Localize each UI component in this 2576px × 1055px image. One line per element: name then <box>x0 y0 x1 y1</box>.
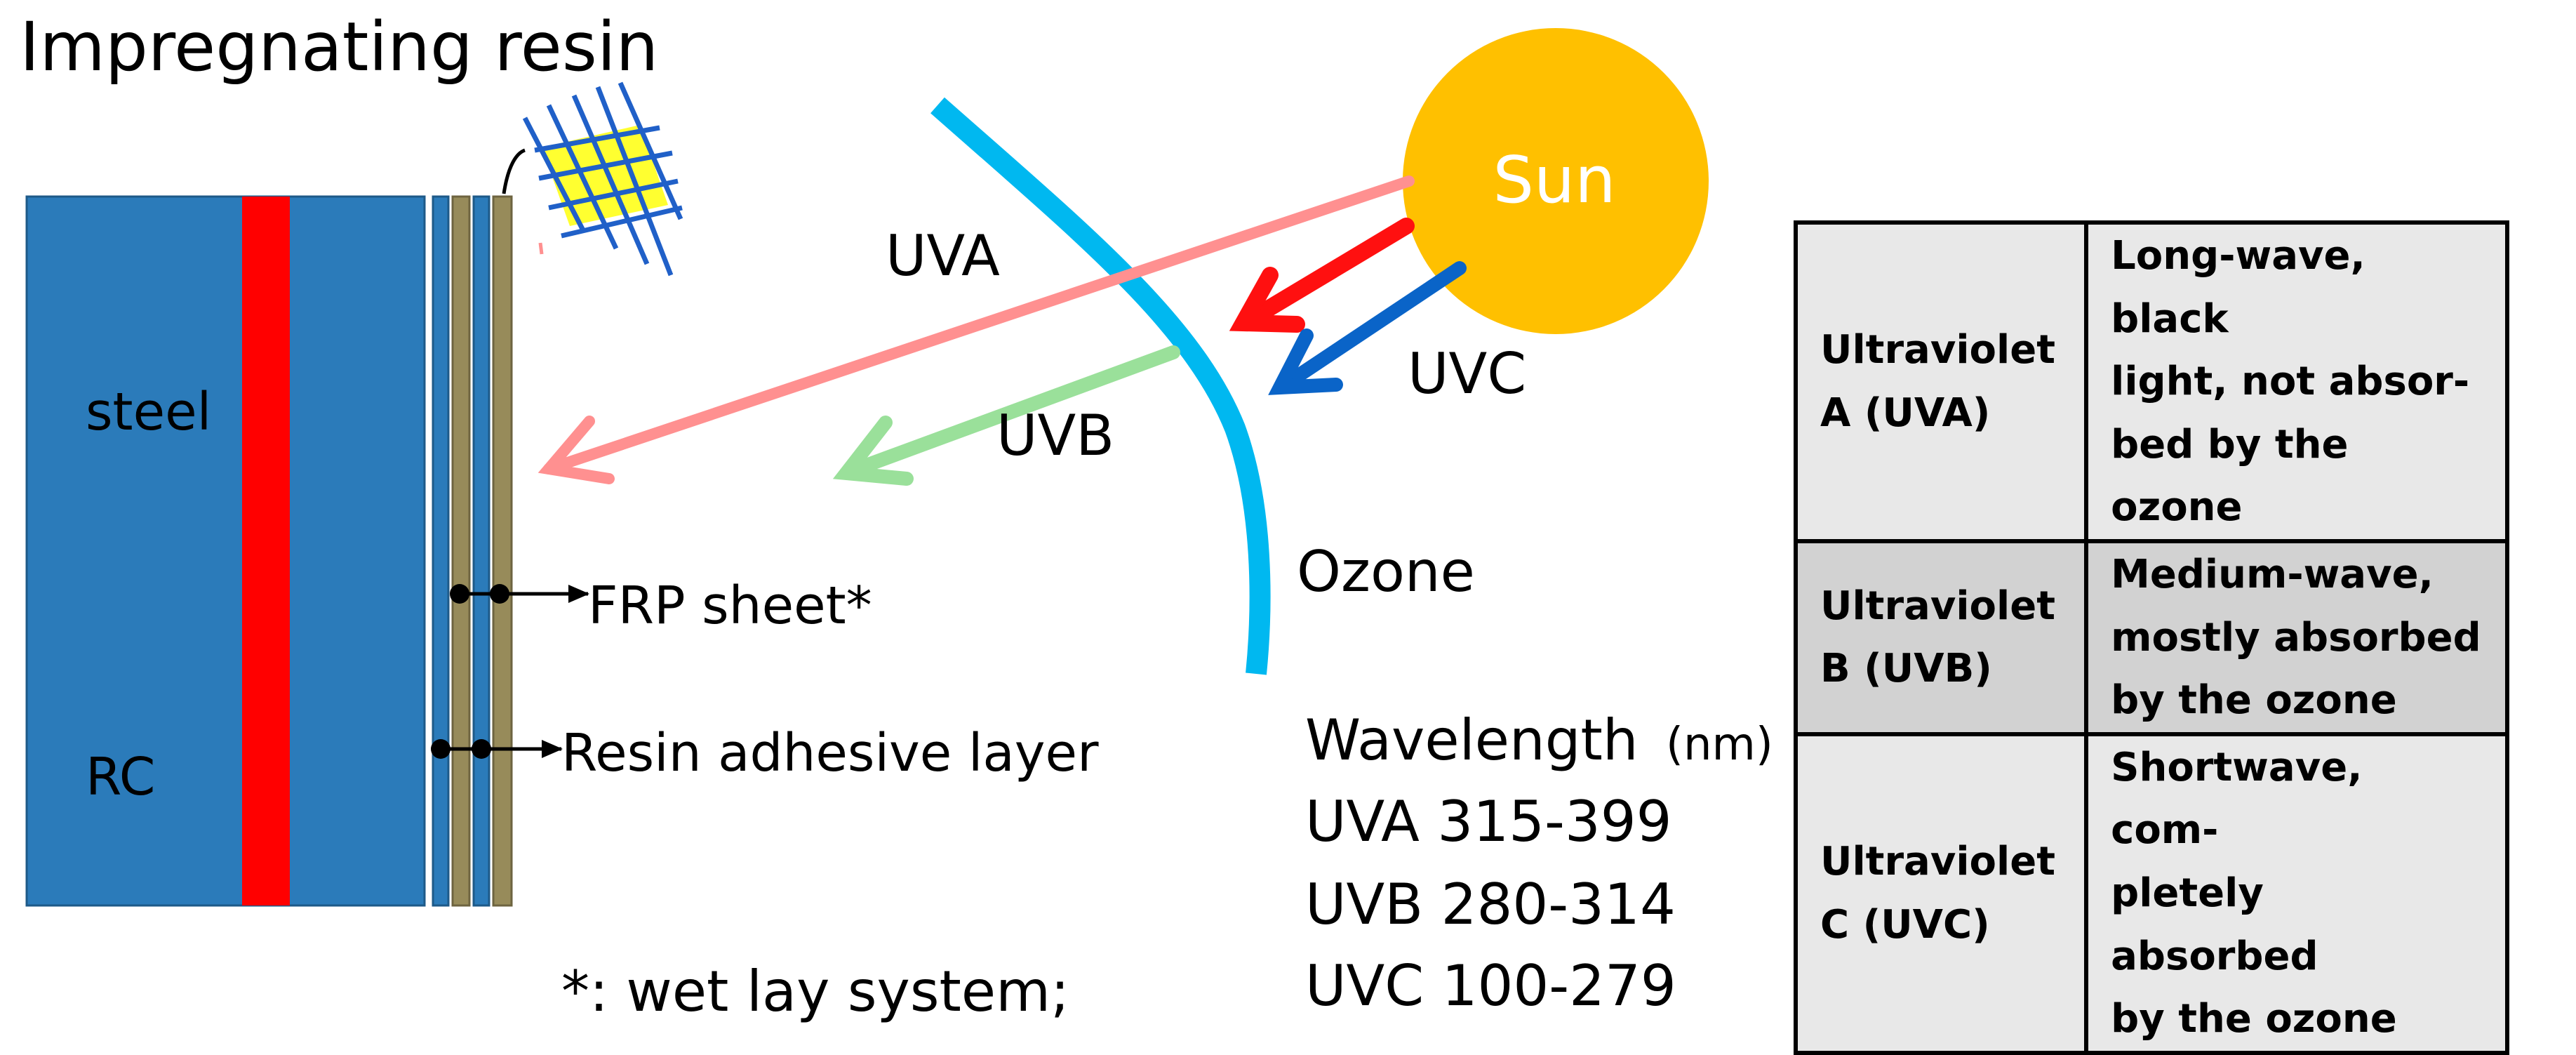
uvb-label: UVB <box>996 403 1114 468</box>
rc-label: RC <box>86 747 155 807</box>
uv-classification-table: Ultraviolet A (UVA) Long-wave, black lig… <box>1793 220 2509 1055</box>
wavelength-heading: Wavelength (nm) <box>1305 708 1773 773</box>
table-cell-line: C (UVC) <box>1820 901 1990 948</box>
resin-adhesive-layer-1 <box>432 195 450 907</box>
table-cell-line: mostly absorbed <box>2111 614 2481 661</box>
uva-label: UVA <box>886 223 1000 288</box>
table-cell-line: pletely absorbed <box>2111 870 2318 979</box>
uva-ray-arrow <box>538 175 1415 484</box>
ozone-label: Ozone <box>1297 539 1475 604</box>
steel-label: steel <box>86 382 211 442</box>
table-cell-line: Ultraviolet <box>1820 839 2055 885</box>
table-cell-line: B (UVB) <box>1820 646 1992 692</box>
table-cell-line: Ultraviolet <box>1820 583 2055 629</box>
frp-sheet-layer-1 <box>451 195 471 907</box>
table-cell-line: bed by the ozone <box>2111 421 2349 531</box>
uvc-label: UVC <box>1408 341 1526 406</box>
table-cell-line: by the ozone <box>2111 677 2397 724</box>
table-cell-line: A (UVA) <box>1820 390 1991 436</box>
resin-adhesive-layer-2 <box>472 195 490 907</box>
frp-sheet-pointer <box>450 584 589 604</box>
table-cell-description: Shortwave, com- pletely absorbed by the … <box>2084 731 2509 1055</box>
diagram-title: Impregnating resin <box>20 8 658 86</box>
wavelength-uvb: UVB 280-314 <box>1305 872 1676 937</box>
wavelength-unit: (nm) <box>1666 719 1773 771</box>
wavelength-uvc: UVC 100-279 <box>1305 953 1676 1018</box>
table-cell-line: Long-wave, black <box>2111 233 2365 342</box>
wavelength-uva: UVA 315-399 <box>1305 789 1672 854</box>
red-ray-arrow <box>1229 218 1415 333</box>
table-cell-name: Ultraviolet B (UVB) <box>1793 538 2089 736</box>
table-cell-name: Ultraviolet A (UVA) <box>1793 220 2089 543</box>
uvc-ray-arrow <box>1268 261 1467 395</box>
table-row-uvc: Ultraviolet C (UVC) Shortwave, com- plet… <box>1793 731 2509 1055</box>
uvb-ray-arrow <box>832 345 1180 486</box>
rc-concrete-block <box>25 195 426 907</box>
sun <box>1403 28 1709 334</box>
table-cell-description: Long-wave, black light, not absor- bed b… <box>2084 220 2509 543</box>
impregnating-resin-mesh <box>502 81 683 277</box>
table-row-uvb: Ultraviolet B (UVB) Medium-wave, mostly … <box>1793 538 2509 736</box>
frp-sheet-label: FRP sheet* <box>588 576 872 636</box>
frp-sheet-layer-2 <box>492 195 513 907</box>
table-cell-line: Ultraviolet <box>1820 327 2055 373</box>
table-row-uva: Ultraviolet A (UVA) Long-wave, black lig… <box>1793 220 2509 543</box>
table-cell-name: Ultraviolet C (UVC) <box>1793 731 2089 1055</box>
steel-bar <box>242 197 290 905</box>
footnote: *: wet lay system; <box>561 959 1069 1024</box>
table-cell-description: Medium-wave, mostly absorbed by the ozon… <box>2084 538 2509 736</box>
sun-label: Sun <box>1493 142 1615 218</box>
ozone-layer <box>930 97 1271 675</box>
resin-adhesive-pointer <box>431 739 563 759</box>
table-cell-line: light, not absor- <box>2111 359 2470 405</box>
table-cell-line: by the ozone <box>2111 996 2397 1042</box>
table-cell-line: Medium-wave, <box>2111 551 2434 597</box>
resin-adhesive-label: Resin adhesive layer <box>561 723 1099 783</box>
table-cell-line: Shortwave, com- <box>2111 744 2363 854</box>
wavelength-heading-text: Wavelength <box>1305 708 1639 773</box>
